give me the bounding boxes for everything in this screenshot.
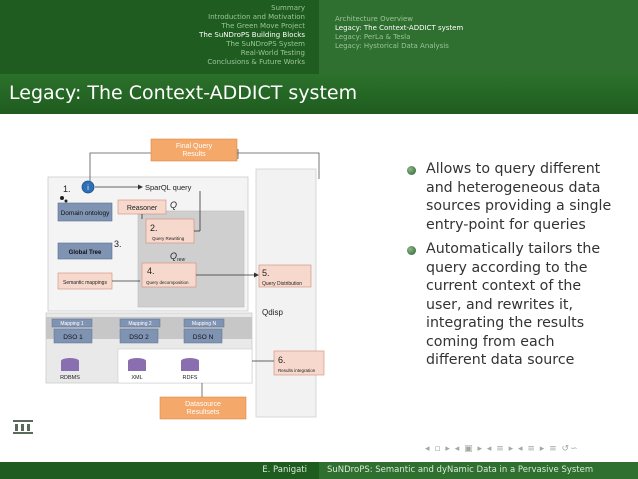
footer-talk-title: SuNDroPS: Semantic and dyNamic Data in a… [327,465,594,475]
nav-subsection-historical[interactable]: Legacy: Hystorical Data Analysis [335,42,449,50]
results-integration-box [273,350,325,376]
mapping-1-label: Mapping 1 [60,321,84,327]
rdfs-cylinder [181,361,199,371]
ontology-node-icon [64,199,68,203]
xml-label: XML [131,375,142,381]
nav-subsection-context-addict[interactable]: Legacy: The Context-ADDICT system [335,24,464,32]
nav-section-testing[interactable]: Real-World Testing [240,49,305,57]
bullet-list: Allows to query different and heterogene… [398,160,618,376]
step-4-label: 4. [147,266,155,276]
sparql-query-label: SparQL query [145,183,192,192]
step-1-label: 1. [63,184,71,194]
rdbms-label: RDBMS [60,375,80,381]
nav-section-summary[interactable]: Summary [271,4,305,12]
nav-subsection-perla-tesla[interactable]: Legacy: PerLa & Tesla [335,33,411,41]
bullet-text: Automatically tailors the query accordin… [426,241,601,368]
rdfs-label: RDFS [183,375,198,381]
dso-n-label: DSO N [193,334,214,341]
bullet-ball-icon [407,246,416,255]
beamer-navigation-symbols[interactable]: ◂ ▫ ▸ ◂ ▣ ▸ ◂ ≡ ▸ ◂ ≡ ▸ ≡ ↺∽ [425,444,579,454]
step-2-label: 2. [150,223,158,233]
query-rewriting-label: Query Rewriting [152,236,185,241]
query-decomposition-box [141,262,197,288]
datasource-resultsets-box [159,396,247,420]
user-icon [81,180,95,194]
dso-2-label: DSO 2 [129,334,149,341]
footer-author: E. Panigati [262,465,307,475]
xml-cylinder [128,361,146,371]
section-navigation: Summary Introduction and Motivation The … [0,0,319,74]
q-label: Q [170,200,177,210]
qdisp-label: Qdisp [262,308,283,317]
results-integration-label: Results integration [278,368,316,373]
mapping-1-box [51,318,93,328]
subsection-navigation: Architecture Overview Legacy: The Contex… [319,0,638,74]
footer-bar: E. Panigati SuNDroPS: Semantic and dyNam… [0,462,638,479]
frame-title-bar: Legacy: The Context-ADDICT system [0,74,638,114]
global-tree-label: Global Tree [69,250,102,256]
bullet-text: Allows to query different and heterogene… [426,161,612,233]
outer-column [255,168,317,418]
query-distribution-box [258,264,312,288]
reasoner-label: Reasoner [127,205,158,212]
header-bar: Summary Introduction and Motivation The … [0,0,638,74]
footer-title-panel: SuNDroPS: Semantic and dyNamic Data in a… [319,462,638,479]
semantic-mappings-label: Semantic mappings [63,280,107,286]
nav-section-conclusions[interactable]: Conclusions & Future Works [207,58,305,66]
footer-author-panel: E. Panigati [0,462,319,479]
final-query-results-box [150,138,238,162]
query-rewriting-box [145,218,195,244]
mapping-2-box [119,318,161,328]
domain-ontology-box [57,202,113,222]
decomposition-arrow-head [254,272,259,278]
university-logo-icon [13,420,33,434]
bullet-item: Allows to query different and heterogene… [398,160,618,234]
step-5-label: 5. [262,268,270,278]
user-icon-glyph: i [87,185,89,192]
query-arrow-head [138,184,143,190]
dso-1-label: DSO 1 [63,334,83,341]
rdbms-cylinder [61,361,79,371]
domain-ontology-label: Domain ontology [61,210,111,217]
nav-subsection-architecture[interactable]: Architecture Overview [335,15,414,23]
dso-1-box [53,328,93,344]
mapping-n-box [183,318,225,328]
global-tree-box [57,242,113,260]
mapping-2-label: Mapping 2 [128,321,152,327]
dso-2-box [119,328,159,344]
slide-title: Legacy: The Context-ADDICT system [9,82,358,104]
query-distribution-label: Query Distribution [262,281,302,287]
bullet-ball-icon [407,166,416,175]
nav-section-building-blocks[interactable]: The SuNDroPS Building Blocks [199,31,305,39]
query-decomposition-label: Query decomposition [146,280,189,285]
ontology-node-icon [60,196,64,200]
nav-section-green-move[interactable]: The Green Move Project [221,22,305,30]
step-3-label: 3. [114,239,122,249]
step-6-label: 6. [278,355,286,365]
nav-section-introduction[interactable]: Introduction and Motivation [208,13,305,21]
dso-n-box [183,328,223,344]
nav-section-system[interactable]: The SuNDroPS System [226,40,305,48]
q-rew-label: Qrew [170,251,185,263]
bullet-item: Automatically tailors the query accordin… [398,240,618,370]
mapping-n-label: Mapping N [192,321,217,327]
